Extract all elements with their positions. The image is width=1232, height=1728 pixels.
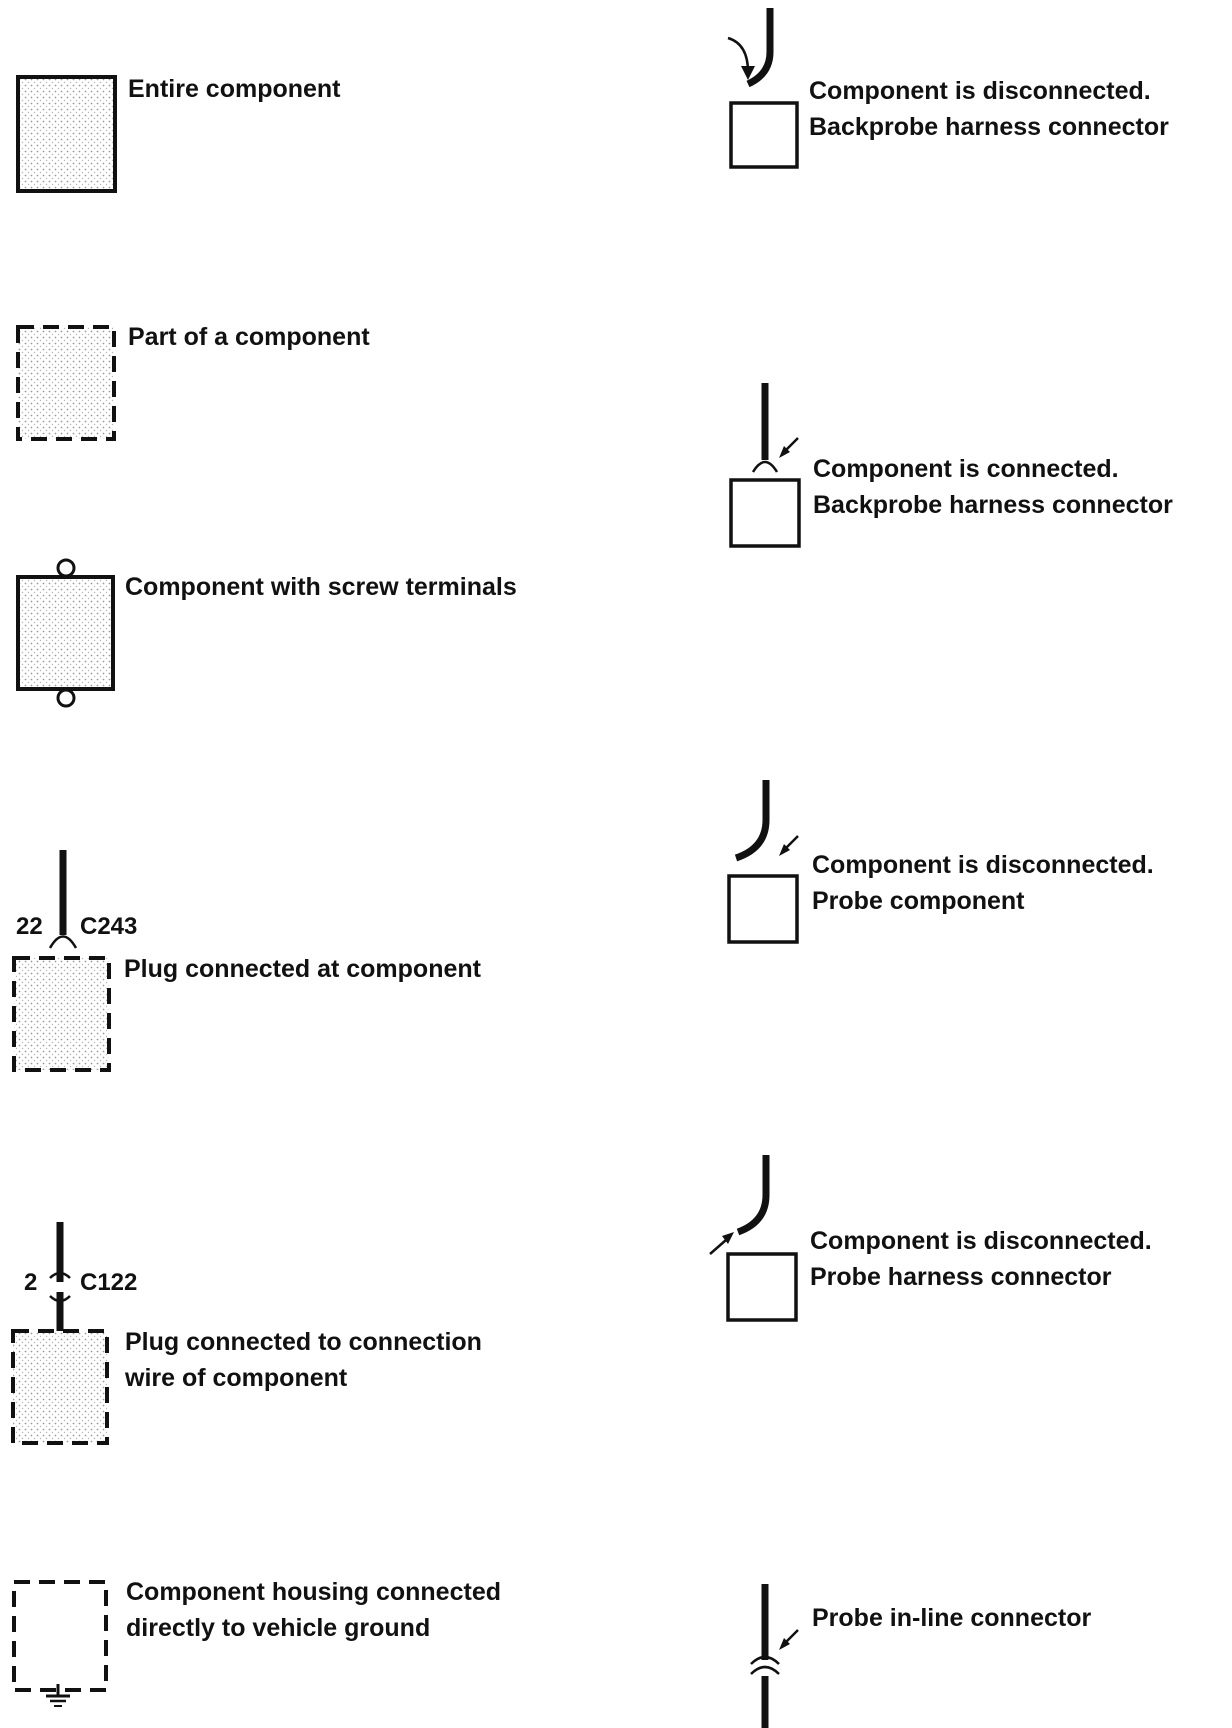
dashed-component-box-icon [12,956,111,1072]
label-connected-backprobe-line1: Component is connected. [813,455,1119,483]
probe-arrow-icon [779,446,790,458]
probe-arrow-icon [709,1239,727,1255]
component-box-icon [16,75,117,193]
label-plug-to-wire-line2: wire of component [124,1364,348,1392]
label-disconnected-backprobe-line2: Backprobe harness connector [809,113,1169,141]
symbol-plug-to-wire: 2 C122 Plug connected to connection wire… [11,1222,482,1445]
component-box-icon [726,1252,798,1322]
pin-number: 22 [16,913,43,940]
probe-arrow-icon [741,66,755,80]
symbol-entire-component: Entire component [16,75,341,193]
label-disconnected-probe-component-line2: Probe component [812,887,1025,915]
symbol-ground-housing: Component housing connected directly to … [12,1578,501,1707]
screw-terminal-icon [56,558,76,578]
label-ground-line1: Component housing connected [126,1578,501,1606]
symbol-part-of-component: Part of a component [16,323,370,441]
component-box-icon [16,575,115,691]
symbol-disconnected-probe-component: Component is disconnected. Probe compone… [727,780,1154,944]
symbol-connected-backprobe: Component is connected. Backprobe harnes… [729,383,1173,548]
connector-icon [751,460,779,473]
pin-number: 2 [24,1269,37,1296]
label-probe-inline: Probe in-line connector [812,1604,1091,1632]
probe-arrow-icon [779,844,790,856]
hooked-wire-icon [734,780,770,862]
screw-terminal-icon [56,688,76,708]
symbol-plug-at-component: 22 C243 Plug connected at component [12,850,482,1072]
probe-arrow-icon [785,835,799,849]
label-disconnected-probe-harness-line2: Probe harness connector [810,1263,1112,1291]
component-box-icon [729,478,801,548]
dashed-component-box-icon [12,1580,108,1692]
probe-arrow-icon [785,1629,799,1643]
label-part-of-component: Part of a component [128,323,370,351]
label-connected-backprobe-line2: Backprobe harness connector [813,491,1173,519]
label-entire-component: Entire component [128,75,341,103]
dashed-component-box-icon [11,1329,109,1445]
hooked-wire-icon [746,8,774,88]
symbol-screw-terminals: Component with screw terminals [16,558,517,708]
probe-arrow-icon [779,1638,790,1650]
label-screw-terminals: Component with screw terminals [125,573,517,601]
symbol-disconnected-probe-harness: Component is disconnected. Probe harness… [709,1155,1152,1322]
connector-icon [49,1271,71,1303]
label-ground-line2: directly to vehicle ground [126,1614,430,1642]
label-plug-to-wire-line1: Plug connected to connection [125,1328,482,1356]
symbol-disconnected-backprobe: Component is disconnected. Backprobe har… [727,8,1169,169]
label-disconnected-probe-harness-line1: Component is disconnected. [810,1227,1152,1255]
component-box-icon [729,101,799,169]
hooked-wire-icon [736,1155,770,1236]
probe-arrow-icon [722,1232,734,1244]
probe-arrow-icon [785,437,799,451]
symbol-probe-inline: Probe in-line connector [750,1584,1091,1728]
label-plug-at-component: Plug connected at component [124,955,482,983]
component-box-icon [727,874,799,944]
label-disconnected-probe-component-line1: Component is disconnected. [812,851,1154,879]
dashed-component-box-icon [16,325,116,441]
connector-icon [48,935,78,949]
connector-id: C243 [80,913,137,940]
label-disconnected-backprobe-line1: Component is disconnected. [809,77,1151,105]
connector-id: C122 [80,1269,137,1296]
connector-icon [750,1655,780,1675]
ground-symbol-icon [46,1684,70,1707]
